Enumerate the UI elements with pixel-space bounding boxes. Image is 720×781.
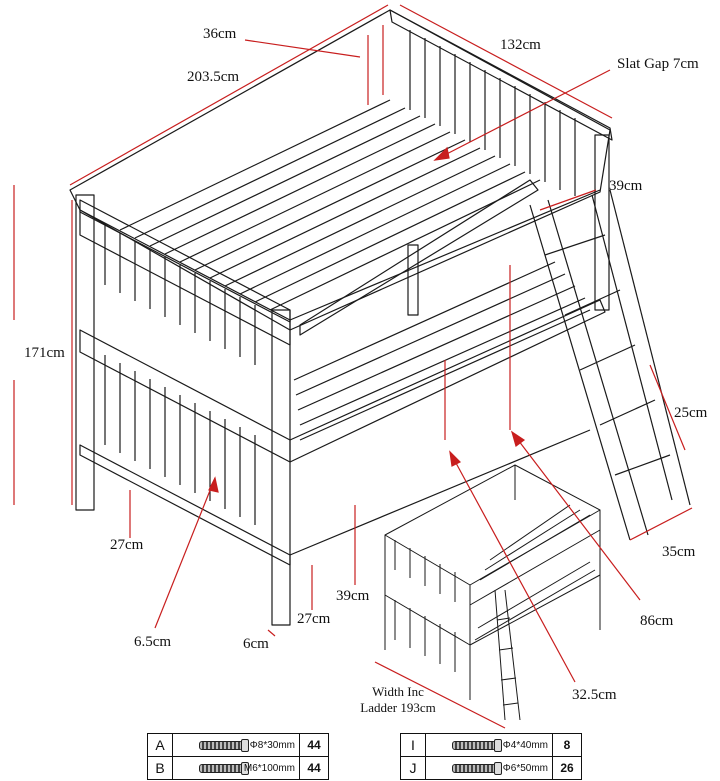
dim-length-line: [69, 4, 389, 186]
part-qty: 44: [299, 756, 329, 780]
part-row: J Φ6*50mm 26: [400, 756, 582, 780]
under-clearance-label: 86cm: [640, 613, 674, 629]
lower-slats: [293, 261, 591, 441]
ladder-rung-label: 25cm: [674, 405, 708, 421]
parts-table-left: A Φ8*30mm 44 B M6*100mm 44: [147, 733, 329, 780]
leg-side-label: 27cm: [297, 611, 331, 627]
post-size-label: 6cm: [243, 636, 269, 652]
screw-icon: [452, 762, 502, 775]
part-row: A Φ8*30mm 44: [147, 733, 329, 757]
headboard-spindles: [409, 30, 576, 196]
dowel-icon: [199, 739, 249, 752]
rail-depth-label: 39cm: [336, 588, 370, 604]
width-with-ladder-line1: Width Inc: [372, 684, 424, 699]
headboard-height-label: 36cm: [203, 26, 237, 42]
part-size: Φ8*30mm: [249, 739, 295, 751]
leg-front-label: 27cm: [110, 537, 144, 553]
part-key: I: [400, 733, 426, 757]
part-key: B: [147, 756, 173, 780]
dim-spindle-gap-line: [154, 477, 216, 629]
bolt-icon: [199, 762, 249, 775]
dim-rung-line: [649, 364, 686, 451]
headboard-top: [389, 9, 613, 141]
ladder-top-label: 39cm: [609, 178, 643, 194]
dim-slat-gap-line: [434, 69, 611, 161]
ladder-depth-label: 35cm: [662, 544, 696, 560]
slat-gap-label: Slat Gap 7cm: [617, 56, 699, 72]
part-qty: 26: [552, 756, 582, 780]
part-size: M6*100mm: [243, 762, 295, 774]
width-label: 132cm: [500, 37, 541, 53]
spindle-gap-label: 6.5cm: [134, 634, 172, 650]
length-label: 203.5cm: [187, 69, 240, 85]
footboard-top-rail: [79, 199, 291, 323]
dim-clearance-line: [511, 431, 641, 601]
part-row: I Φ4*40mm 8: [400, 733, 582, 757]
parts-table-right: I Φ4*40mm 8 J Φ6*50mm 26: [400, 733, 582, 780]
part-size: Φ4*40mm: [502, 739, 548, 751]
lower-footboard-spindles: [104, 355, 256, 525]
ladder: [529, 189, 691, 541]
wood-screw-icon: [452, 739, 502, 752]
top-slats: [119, 99, 541, 311]
part-key: J: [400, 756, 426, 780]
width-with-ladder-line2: Ladder 193cm: [360, 700, 436, 716]
part-size: Φ6*50mm: [502, 762, 548, 774]
lower-bunk-frame: [79, 329, 291, 463]
part-key: A: [147, 733, 173, 757]
footboard-spindles: [104, 225, 256, 365]
lower-clearance-label: 32.5cm: [572, 687, 617, 703]
width-with-ladder-label: Width Inc Ladder 193cm: [343, 684, 453, 717]
part-qty: 44: [299, 733, 329, 757]
front-posts: [75, 134, 610, 626]
dim-ladder-width-line: [374, 661, 506, 729]
inset-bunk-bed: [384, 464, 601, 721]
dim-width-line: [399, 4, 613, 119]
total-height-label: 171cm: [24, 345, 65, 361]
dim-ladder-depth-line: [629, 507, 693, 541]
guard-rail: [299, 179, 539, 336]
part-qty: 8: [552, 733, 582, 757]
part-row: B M6*100mm 44: [147, 756, 329, 780]
